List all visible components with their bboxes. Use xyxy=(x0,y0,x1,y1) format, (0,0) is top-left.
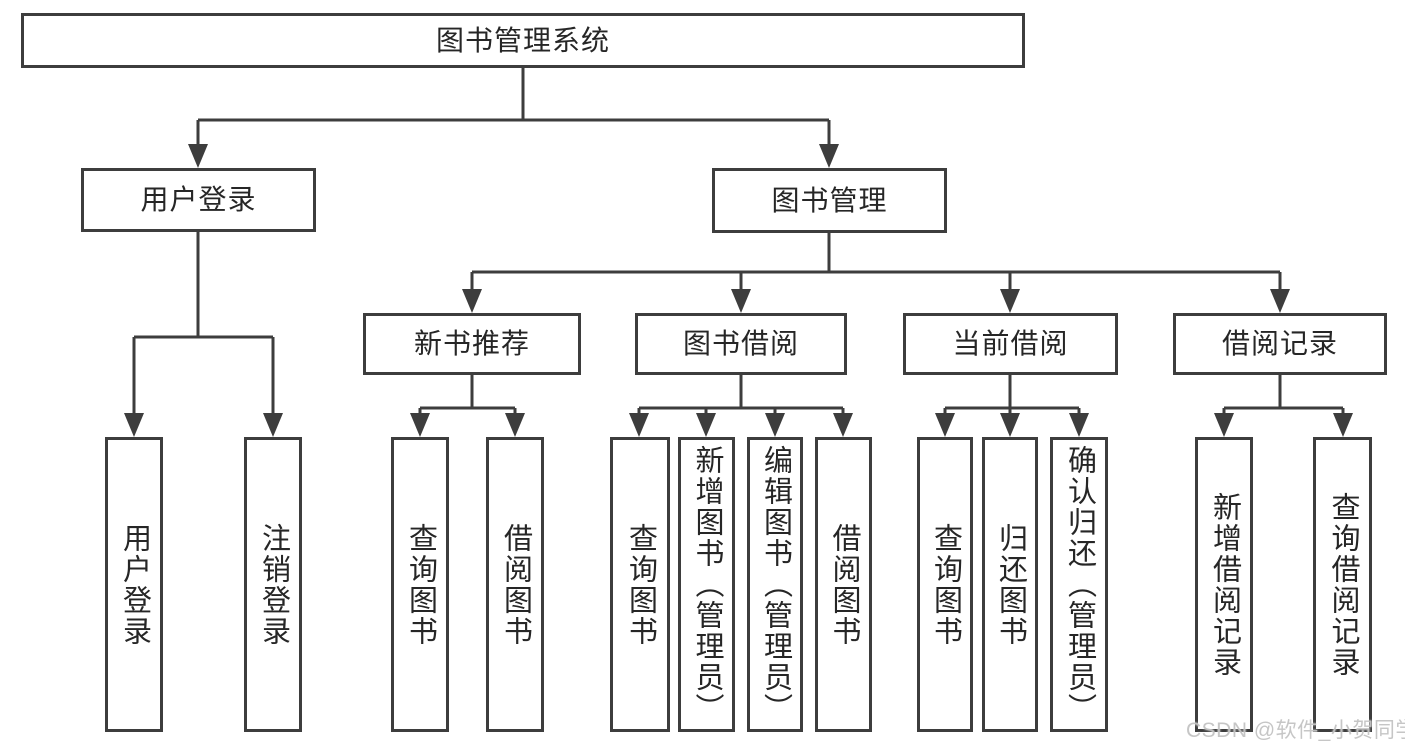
csdn-watermark: CSDN @软件_小贺同学 xyxy=(1186,719,1405,742)
node-new-book-recommend: 新书推荐 xyxy=(363,313,581,375)
arrowhead xyxy=(1000,413,1020,437)
arrowhead xyxy=(462,289,482,313)
leaf-edit-books-admin: 编辑图书（管理员） xyxy=(747,437,803,732)
arrowhead xyxy=(1000,289,1020,313)
arrowhead xyxy=(410,413,430,437)
connector-bookmgmt-to-level3 xyxy=(470,233,1282,291)
arrowhead xyxy=(1270,289,1290,313)
arrowhead xyxy=(1333,413,1353,437)
node-book-management: 图书管理 xyxy=(712,168,947,233)
arrowhead xyxy=(935,413,955,437)
arrowhead xyxy=(188,144,208,168)
leaf-query-borrow-record: 查询借阅记录 xyxy=(1313,437,1372,732)
arrowhead xyxy=(1214,413,1234,437)
node-user-login: 用户登录 xyxy=(81,168,316,232)
arrowhead xyxy=(505,413,525,437)
node-current-borrowing: 当前借阅 xyxy=(903,313,1118,375)
connector-newbooks-to-leaves xyxy=(418,375,517,415)
arrowhead xyxy=(731,289,751,313)
leaf-borrow-books-borrowing: 借阅图书 xyxy=(815,437,872,732)
node-book-borrowing: 图书借阅 xyxy=(635,313,847,375)
node-borrowing-records: 借阅记录 xyxy=(1173,313,1387,375)
leaf-query-books-borrowing: 查询图书 xyxy=(610,437,670,732)
leaf-query-books-recommend: 查询图书 xyxy=(391,437,449,732)
leaf-query-books-current: 查询图书 xyxy=(917,437,973,732)
arrowhead xyxy=(629,413,649,437)
connector-borrowing-to-leaves xyxy=(637,375,845,415)
leaf-add-borrow-record: 新增借阅记录 xyxy=(1195,437,1253,732)
connector-root-to-level2 xyxy=(196,68,831,146)
leaf-confirm-return-admin: 确认归还（管理员） xyxy=(1050,437,1108,732)
arrowhead xyxy=(124,413,144,437)
connector-userlogin-to-leaves xyxy=(132,232,275,415)
arrowhead xyxy=(263,413,283,437)
arrowhead xyxy=(1069,413,1089,437)
leaf-add-books-admin: 新增图书（管理员） xyxy=(678,437,735,732)
leaf-logout: 注销登录 xyxy=(244,437,302,732)
arrowhead xyxy=(765,413,785,437)
connector-records-to-leaves xyxy=(1222,375,1345,415)
leaf-user-login: 用户登录 xyxy=(105,437,163,732)
arrowhead xyxy=(833,413,853,437)
leaf-borrow-books-recommend: 借阅图书 xyxy=(486,437,544,732)
connector-current-to-leaves xyxy=(943,375,1081,415)
arrowhead xyxy=(819,144,839,168)
leaf-return-books: 归还图书 xyxy=(982,437,1038,732)
node-root-library-system: 图书管理系统 xyxy=(21,13,1025,68)
arrowhead xyxy=(696,413,716,437)
